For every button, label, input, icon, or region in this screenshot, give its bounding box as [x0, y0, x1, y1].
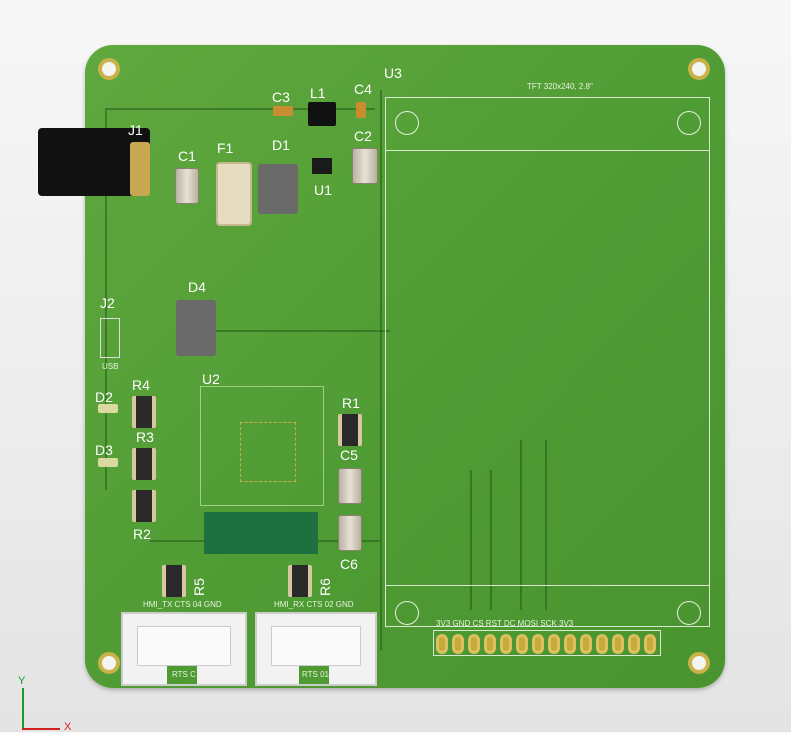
capacitor-c6	[338, 515, 362, 551]
resistor-r2	[132, 490, 156, 522]
diode-d1	[258, 164, 298, 214]
designator-d1: D1	[272, 137, 290, 153]
capacitor-c4	[356, 102, 366, 118]
header-pin	[628, 634, 640, 654]
tft-mount-hole	[677, 601, 701, 625]
hmi-tx-labels: HMI_TX CTS 04 GND	[143, 600, 222, 609]
designator-c5: C5	[340, 447, 358, 463]
usb-label: USB	[102, 362, 119, 371]
hmi-rx-labels: HMI_RX CTS 02 GND	[274, 600, 354, 609]
designator-c3: C3	[272, 89, 290, 105]
trace	[105, 110, 107, 490]
conn2-bottom-label: RTS 01	[302, 670, 329, 679]
header-pin	[564, 634, 576, 654]
header-pin	[548, 634, 560, 654]
designator-c6: C6	[340, 556, 358, 572]
antenna-area	[204, 512, 318, 554]
designator-j2: J2	[100, 295, 115, 311]
designator-l1: L1	[310, 85, 326, 101]
led-d2	[98, 404, 118, 413]
mounting-hole	[688, 58, 710, 80]
tft-outline	[385, 97, 710, 627]
header-pin	[596, 634, 608, 654]
designator-c1: C1	[178, 148, 196, 164]
designator-u2: U2	[202, 371, 220, 387]
designator-u3: U3	[384, 65, 402, 81]
inductor-l1	[308, 102, 336, 126]
header-pin	[580, 634, 592, 654]
tft-pin-header	[433, 630, 661, 656]
designator-c2: C2	[354, 128, 372, 144]
tft-pin-labels: 3V3 GND CS RST DC MOSI SCK 3V3	[436, 619, 574, 628]
tft-mount-hole	[395, 601, 419, 625]
trace	[470, 470, 472, 610]
header-pin	[484, 634, 496, 654]
header-pin	[436, 634, 448, 654]
header-pin	[452, 634, 464, 654]
trace	[545, 440, 547, 610]
usb-connector-j2	[100, 318, 120, 358]
pcb-board	[85, 45, 725, 688]
mounting-hole	[98, 652, 120, 674]
dc-jack-pin	[130, 142, 150, 196]
capacitor-c2	[352, 148, 378, 184]
resistor-r1	[338, 414, 362, 446]
y-axis-label: Y	[18, 675, 26, 687]
tft-mount-hole	[395, 111, 419, 135]
regulator-u1	[312, 158, 332, 174]
designator-d2: D2	[95, 389, 113, 405]
mounting-hole	[688, 652, 710, 674]
led-d3	[98, 458, 118, 467]
header-pin	[500, 634, 512, 654]
header-pin	[468, 634, 480, 654]
tft-divider	[385, 150, 710, 151]
resistor-r3	[132, 448, 156, 480]
designator-c4: C4	[354, 81, 372, 97]
designator-r6: R6	[316, 578, 333, 596]
header-pin	[644, 634, 656, 654]
resistor-r6	[288, 565, 312, 597]
trace	[105, 108, 375, 110]
diode-d4	[176, 300, 216, 356]
designator-r4: R4	[132, 377, 150, 393]
designator-r3: R3	[136, 429, 154, 445]
designator-f1: F1	[217, 140, 234, 156]
conn1-bottom-label: RTS C	[172, 670, 196, 679]
fuse-f1	[216, 162, 252, 226]
header-pin	[612, 634, 624, 654]
y-axis-line	[22, 688, 24, 730]
x-axis-label: X	[64, 721, 72, 733]
capacitor-c5	[338, 468, 362, 504]
x-axis-line	[22, 728, 60, 730]
header-pin	[532, 634, 544, 654]
designator-r5: R5	[190, 578, 207, 596]
designator-r1: R1	[342, 395, 360, 411]
tft-divider	[385, 585, 710, 586]
trace	[520, 440, 522, 610]
designator-d4: D4	[188, 279, 206, 295]
designator-r2: R2	[133, 526, 151, 542]
hmi-tx-connector	[121, 612, 247, 686]
trace	[380, 90, 382, 650]
mounting-hole	[98, 58, 120, 80]
resistor-r5	[162, 565, 186, 597]
trace	[490, 470, 492, 610]
resistor-r4	[132, 396, 156, 428]
capacitor-c1	[175, 168, 199, 204]
hmi-rx-connector	[255, 612, 377, 686]
esp-module-u2	[200, 386, 324, 506]
capacitor-c3	[273, 106, 293, 116]
header-pin	[516, 634, 528, 654]
designator-u1: U1	[314, 182, 332, 198]
designator-d3: D3	[95, 442, 113, 458]
module-thermal-pads	[240, 422, 296, 482]
tft-mount-hole	[677, 111, 701, 135]
tft-label: TFT 320x240, 2.8"	[527, 82, 593, 91]
trace	[210, 330, 390, 332]
designator-j1: J1	[128, 122, 143, 138]
